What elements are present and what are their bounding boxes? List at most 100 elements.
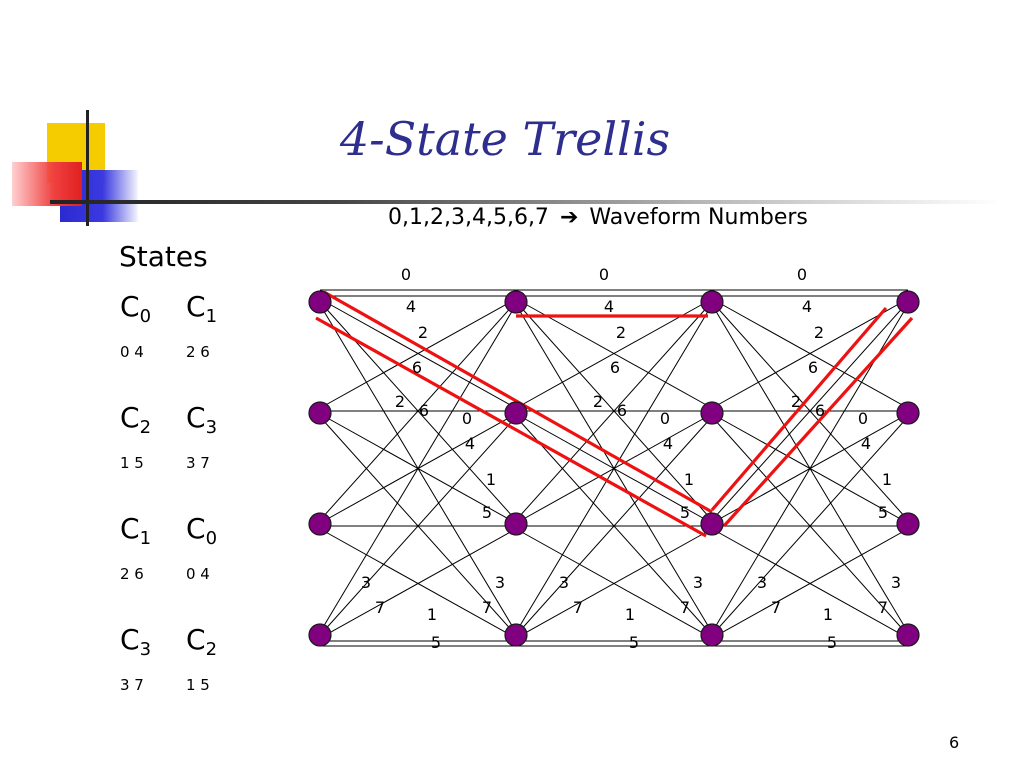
- state-label: C0: [186, 512, 218, 549]
- branch-label: 5: [629, 633, 639, 652]
- branch-label: 7: [680, 598, 690, 617]
- state-waveforms: 2 6: [120, 565, 144, 583]
- decor-red-block: [12, 162, 82, 206]
- state-label: C2: [120, 401, 152, 438]
- branch-label: 4: [802, 297, 812, 316]
- branch-label: 6: [808, 358, 818, 377]
- subtitle-values: 0,1,2,3,4,5,6,7: [388, 205, 549, 230]
- branch-label: 7: [482, 598, 492, 617]
- trellis-branch: [713, 418, 907, 634]
- state-label: C3: [120, 623, 152, 660]
- state-waveforms: 0 4: [186, 565, 210, 583]
- trellis-branch: [321, 418, 515, 634]
- trellis-node: [308, 401, 332, 425]
- branch-label: 1: [823, 605, 833, 624]
- branch-label: 6: [412, 358, 422, 377]
- trellis-node: [504, 512, 528, 536]
- trellis-branch: [321, 529, 515, 638]
- branch-label: 2: [791, 392, 801, 411]
- branch-label: 7: [375, 598, 385, 617]
- state-label: C0: [120, 290, 152, 327]
- survivor-path: [315, 316, 707, 538]
- branch-label: 1: [625, 605, 635, 624]
- branch-label: 6: [610, 358, 620, 377]
- trellis-node: [896, 512, 920, 536]
- states-heading: States: [119, 240, 208, 273]
- state-label: C3: [186, 401, 218, 438]
- trellis-node: [504, 401, 528, 425]
- branch-label: 4: [465, 434, 475, 453]
- trellis-node: [700, 401, 724, 425]
- trellis-branch: [517, 418, 711, 634]
- page-number: 6: [949, 733, 960, 752]
- slide-title: 4-State Trellis: [339, 112, 671, 166]
- branch-label: 4: [604, 297, 614, 316]
- trellis-branch: [517, 529, 711, 638]
- branch-label: 3: [891, 573, 901, 592]
- decor-horizontal-rule: [50, 200, 1000, 204]
- branch-label: 0: [599, 265, 609, 284]
- branch-label: 7: [771, 598, 781, 617]
- branch-label: 0: [462, 409, 472, 428]
- branch-label: 3: [693, 573, 703, 592]
- trellis-node: [308, 623, 332, 647]
- trellis-branch: [517, 303, 711, 519]
- branch-label: 5: [827, 633, 837, 652]
- trellis-node: [896, 290, 920, 314]
- branch-label: 1: [427, 605, 437, 624]
- trellis-node: [700, 623, 724, 647]
- trellis-branch: [321, 307, 515, 630]
- branch-label: 3: [757, 573, 767, 592]
- branch-label: 0: [797, 265, 807, 284]
- survivor-path: [722, 316, 914, 528]
- trellis-branch: [713, 303, 907, 519]
- trellis-node: [896, 401, 920, 425]
- survivor-path: [710, 306, 888, 512]
- subtitle: 0,1,2,3,4,5,6,7 ➔ Waveform Numbers: [388, 205, 808, 230]
- trellis-node: [504, 623, 528, 647]
- branch-label: 1: [882, 470, 892, 489]
- branch-label: 1: [684, 470, 694, 489]
- branch-label: 0: [401, 265, 411, 284]
- branch-label: 7: [878, 598, 888, 617]
- branch-label: 2: [616, 323, 626, 342]
- branch-label: 4: [406, 297, 416, 316]
- branch-label: 5: [431, 633, 441, 652]
- trellis-branch: [713, 299, 907, 408]
- branch-label: 3: [559, 573, 569, 592]
- branch-label: 3: [495, 573, 505, 592]
- branch-label: 6: [617, 401, 627, 420]
- trellis-branch: [321, 303, 515, 519]
- subtitle-text: Waveform Numbers: [589, 205, 808, 230]
- branch-label: 2: [593, 392, 603, 411]
- state-waveforms: 3 7: [186, 454, 210, 472]
- decor-vertical-bar: [86, 110, 89, 226]
- branch-label: 5: [680, 503, 690, 522]
- state-waveforms: 2 6: [186, 343, 210, 361]
- branch-label: 3: [361, 573, 371, 592]
- trellis-node: [700, 512, 724, 536]
- trellis-branch: [321, 299, 515, 408]
- state-waveforms: 3 7: [120, 676, 144, 694]
- state-waveforms: 0 4: [120, 343, 144, 361]
- branch-label: 5: [482, 503, 492, 522]
- branch-label: 7: [573, 598, 583, 617]
- state-label: C1: [120, 512, 152, 549]
- trellis-node: [308, 290, 332, 314]
- branch-label: 4: [861, 434, 871, 453]
- arrow-icon: ➔: [559, 205, 579, 230]
- branch-label: 2: [395, 392, 405, 411]
- branch-label: 2: [418, 323, 428, 342]
- branch-label: 6: [815, 401, 825, 420]
- trellis-node: [504, 290, 528, 314]
- trellis-branch: [517, 299, 711, 408]
- branch-label: 1: [486, 470, 496, 489]
- branch-label: 0: [660, 409, 670, 428]
- state-waveforms: 1 5: [120, 454, 144, 472]
- branch-label: 2: [814, 323, 824, 342]
- state-label: C1: [186, 290, 218, 327]
- state-label: C2: [186, 623, 218, 660]
- branch-label: 6: [419, 401, 429, 420]
- state-waveforms: 1 5: [186, 676, 210, 694]
